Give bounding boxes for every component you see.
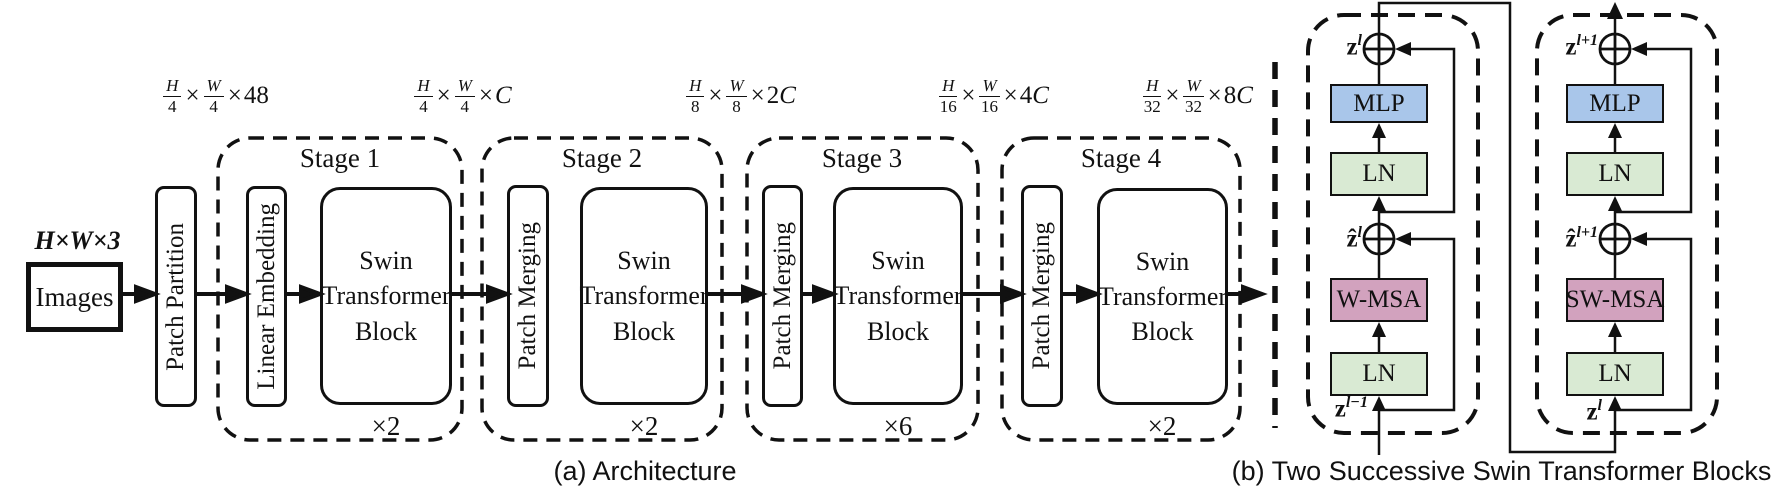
stage-4-title: Stage 4 (1080, 143, 1162, 173)
ln-box-right-mid: LN (1566, 152, 1664, 196)
stage-1-title: Stage 1 (299, 143, 381, 173)
block-right-lines (1613, 16, 1693, 412)
swin-block-stage4: Swin Transformer Block (1097, 188, 1228, 405)
stage-3-title: Stage 3 (821, 143, 903, 173)
z-in-label-right: zl (1586, 397, 1602, 426)
add-circles (1362, 32, 1632, 256)
ln-box-left-mid: LN (1330, 152, 1428, 196)
caption-b: (b) Two Successive Swin Transformer Bloc… (1231, 456, 1772, 486)
add-circle (1362, 32, 1396, 66)
repeat-label-stage2: ×2 (629, 411, 659, 441)
add-circle (1598, 222, 1632, 256)
patch-partition-box: Patch Partition (155, 186, 197, 407)
swin-block-stage2: Swin Transformer Block (579, 187, 709, 405)
z-mid-label-right: ẑl+1 (1565, 224, 1598, 253)
patch-partition-label: Patch Partition (162, 222, 189, 371)
add-circle (1598, 32, 1632, 66)
ln-box-right-bottom: LN (1566, 352, 1664, 396)
patch-merging-label: Patch Merging (768, 222, 796, 370)
mlp-box-right: MLP (1566, 84, 1664, 123)
caption-a: (a) Architecture (553, 456, 737, 486)
linear-embedding-box: Linear Embedding (246, 186, 287, 407)
patch-merging-box-stage3: Patch Merging (762, 185, 803, 407)
patch-merging-label: Patch Merging (1028, 222, 1055, 370)
patch-merging-box-stage4: Patch Merging (1021, 185, 1063, 407)
mlp-box-left: MLP (1330, 84, 1428, 123)
z-out-label-left: zl (1346, 32, 1362, 61)
images-label: Images (35, 281, 114, 312)
swin-block-label: Swin Transformer Block (833, 246, 963, 346)
z-mid-label-left: ẑl (1346, 224, 1362, 253)
linear-embedding-label: Linear Embedding (252, 203, 280, 390)
images-box: Images (26, 262, 123, 332)
repeat-label-stage3: ×6 (883, 411, 913, 441)
output-arrowhead (1607, 2, 1623, 19)
patch-merging-label: Patch Merging (514, 222, 541, 370)
add-circle (1362, 222, 1396, 256)
swin-block-stage1: Swin Transformer Block (320, 187, 452, 405)
wmsa-box: W-MSA (1330, 278, 1428, 322)
patch-merging-box-stage2: Patch Merging (507, 185, 549, 407)
swmsa-box: SW-MSA (1566, 278, 1664, 322)
stage-2-title: Stage 2 (561, 143, 643, 173)
swin-block-stage3: Swin Transformer Block (833, 187, 963, 405)
repeat-label-stage1: ×2 (371, 411, 401, 441)
swin-block-label: Swin Transformer Block (579, 246, 709, 346)
z-in-label-left: zl−1 (1334, 394, 1368, 423)
swin-block-label: Swin Transformer Block (321, 246, 451, 346)
swin-block-label: Swin Transformer Block (1098, 246, 1228, 347)
repeat-label-stage4: ×2 (1147, 411, 1177, 441)
z-out-label-right: zl+1 (1565, 32, 1598, 61)
input-dims-label: H×W×3 (34, 226, 121, 255)
ln-box-left-bottom: LN (1330, 352, 1428, 396)
